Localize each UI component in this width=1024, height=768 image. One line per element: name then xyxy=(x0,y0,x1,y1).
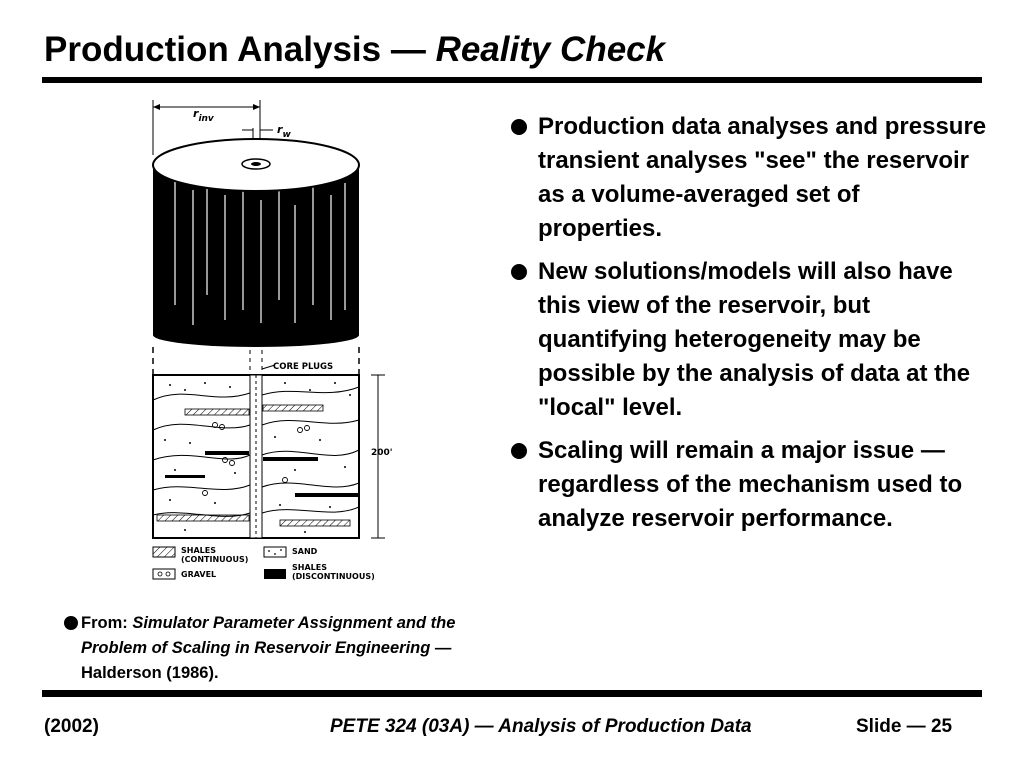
svg-text:GRAVEL: GRAVEL xyxy=(181,570,216,579)
svg-text:SHALES: SHALES xyxy=(292,563,327,572)
svg-text:SAND: SAND xyxy=(292,547,318,556)
thickness-label: 200' xyxy=(371,448,393,458)
bullet-item: New solutions/models will also have this… xyxy=(508,255,988,425)
r-inv-label: rinv xyxy=(193,107,215,124)
cylinder-body xyxy=(153,165,359,335)
svg-text:SHALES: SHALES xyxy=(181,546,216,555)
top-rule xyxy=(42,77,982,83)
footer-year: (2002) xyxy=(44,716,99,737)
bullet-icon xyxy=(64,616,78,630)
citation-suffix: — Halderson (1986). xyxy=(81,639,452,682)
bullet-item: Production data analyses and pressure tr… xyxy=(508,110,988,246)
svg-text:(DISCONTINUOUS): (DISCONTINUOUS) xyxy=(292,572,375,581)
bullet-icon xyxy=(511,264,527,280)
reservoir-figure: rinv rw CORE PLUGS xyxy=(152,100,393,581)
r-w-label: rw xyxy=(277,123,291,140)
bullet-icon xyxy=(511,119,527,135)
bullet-icon xyxy=(511,443,527,459)
bottom-rule xyxy=(42,690,982,697)
title-main: Production Analysis — xyxy=(44,30,426,69)
citation-prefix: From: xyxy=(81,614,128,632)
citation: From: Simulator Parameter Assignment and… xyxy=(64,611,504,686)
bullet-list: Production data analyses and pressure tr… xyxy=(508,110,988,545)
core-plugs-label: CORE PLUGS xyxy=(273,362,333,372)
svg-text:(CONTINUOUS): (CONTINUOUS) xyxy=(181,555,248,564)
bullet-item: Scaling will remain a major issue — rega… xyxy=(508,434,988,536)
title-italic: Reality Check xyxy=(435,30,666,69)
footer-course: PETE 324 (03A) — Analysis of Production … xyxy=(330,716,752,737)
citation-title: Simulator Parameter Assignment and the P… xyxy=(81,614,456,657)
footer-slide-number: Slide — 25 xyxy=(856,716,953,737)
figure-legend: SHALES (CONTINUOUS) GRAVEL SAND SHALES (… xyxy=(152,546,375,581)
slide-title: Production Analysis — Reality Check xyxy=(44,30,665,70)
